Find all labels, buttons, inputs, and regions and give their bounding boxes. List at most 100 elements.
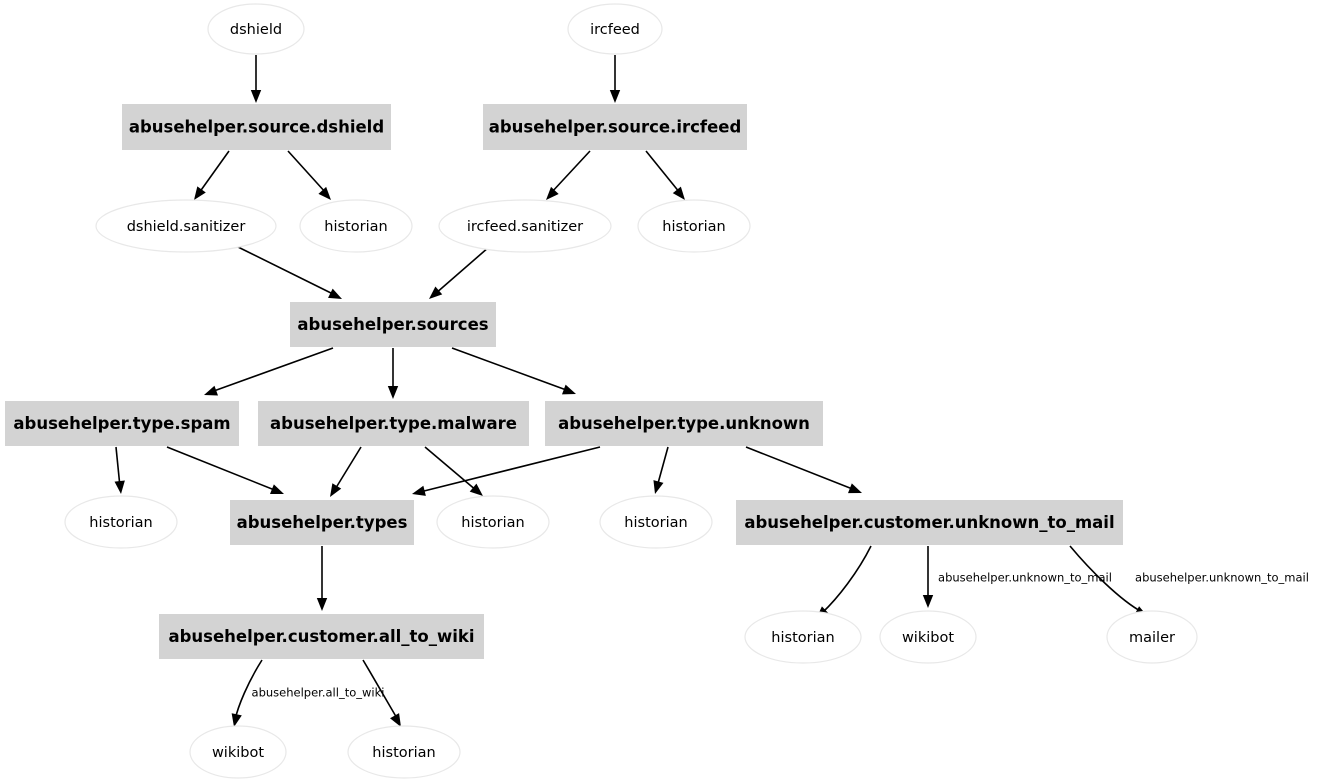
graph-edge (204, 347, 334, 396)
graph-node-mailer_u2m[interactable]: mailer (1106, 610, 1198, 664)
node-ellipse-shape[interactable] (299, 199, 413, 253)
node-box-shape[interactable] (122, 104, 391, 150)
graph-node-hist_ircfeed[interactable]: historian (637, 199, 751, 253)
node-ellipse-shape[interactable] (189, 725, 287, 779)
node-label: wikibot (212, 745, 264, 761)
edge-arrowhead (204, 385, 218, 396)
graph-node-wikibot_a2w[interactable]: wikibot (189, 725, 287, 779)
graph-edge (387, 348, 399, 399)
graph-node-sources[interactable]: abusehelper.sources (290, 302, 496, 347)
node-box-shape[interactable] (159, 614, 484, 659)
node-label: abusehelper.sources (297, 315, 488, 334)
edge-line (821, 545, 872, 614)
graph-node-hist_a2w[interactable]: historian (347, 725, 461, 779)
graph-node-hist_unknown[interactable]: historian (599, 495, 713, 549)
edge-line (550, 150, 591, 194)
edge-line (210, 347, 334, 393)
graph-edge (114, 446, 125, 494)
edge-line (166, 446, 278, 492)
node-ellipse-shape[interactable] (599, 495, 713, 549)
graph-edge (922, 546, 934, 608)
node-label: historian (324, 219, 387, 235)
edge-arrowhead (412, 485, 426, 496)
edge-line (198, 150, 230, 194)
node-ellipse-shape[interactable] (1106, 610, 1198, 664)
graph-edge (745, 446, 862, 494)
node-label: historian (372, 745, 435, 761)
graph-edge (194, 150, 230, 200)
graph-node-hist_malware[interactable]: historian (436, 495, 550, 549)
graph-node-cust_all_to_wiki[interactable]: abusehelper.customer.all_to_wiki (159, 614, 484, 659)
node-ellipse-shape[interactable] (436, 495, 550, 549)
graph-node-src_dshield[interactable]: abusehelper.source.dshield (122, 104, 391, 150)
edge-arrowhead (330, 483, 342, 497)
graph-edge (330, 446, 362, 497)
node-box-shape[interactable] (5, 401, 239, 446)
edge-arrowhead (672, 186, 685, 200)
node-label: ircfeed (590, 22, 640, 38)
node-ellipse-shape[interactable] (567, 3, 663, 55)
edge-line (451, 347, 570, 392)
node-label: ircfeed.sanitizer (467, 219, 583, 235)
graph-node-types[interactable]: abusehelper.types (230, 500, 414, 545)
node-ellipse-shape[interactable] (637, 199, 751, 253)
graph-edge (645, 150, 685, 200)
graph-node-type_malware[interactable]: abusehelper.type.malware (258, 401, 529, 446)
graph-node-dshield[interactable]: dshield (207, 3, 305, 55)
node-label: abusehelper.customer.unknown_to_mail (744, 513, 1114, 532)
graph-node-cust_unknown_to_mail[interactable]: abusehelper.customer.unknown_to_mail (736, 500, 1123, 545)
graph-edge (429, 246, 490, 299)
graph-edge (231, 659, 263, 727)
edge-line (424, 446, 478, 492)
graph-node-hist_u2m[interactable]: historian (744, 610, 862, 664)
graph-node-hist_dshield[interactable]: historian (299, 199, 413, 253)
graph-node-dshield_sanitizer[interactable]: dshield.sanitizer (95, 199, 277, 253)
node-ellipse-shape[interactable] (744, 610, 862, 664)
node-box-shape[interactable] (736, 500, 1123, 545)
node-box-shape[interactable] (290, 302, 496, 347)
node-label: mailer (1129, 630, 1175, 646)
node-label: abusehelper.source.ircfeed (489, 118, 742, 137)
edge-line (434, 246, 490, 295)
graph-node-type_unknown[interactable]: abusehelper.type.unknown (545, 401, 823, 446)
graph-edge (235, 245, 342, 299)
node-ellipse-shape[interactable] (64, 495, 178, 549)
graph-node-ircfeed[interactable]: ircfeed (567, 3, 663, 55)
edge-label: abusehelper.unknown_to_mail (1135, 571, 1309, 585)
graph-edge (250, 55, 262, 103)
edge-line (419, 446, 601, 493)
node-ellipse-shape[interactable] (347, 725, 461, 779)
node-ellipse-shape[interactable] (438, 199, 612, 253)
nodes-layer: dshield ircfeed abusehelper.source.dshield… (5, 3, 1198, 779)
graph-node-src_ircfeed[interactable]: abusehelper.source.ircfeed (483, 104, 747, 150)
edge-line (287, 150, 327, 194)
edge-arrowhead (250, 90, 262, 103)
edges-layer (114, 55, 1148, 727)
graph-node-hist_spam[interactable]: historian (64, 495, 178, 549)
edge-label: abusehelper.all_to_wiki (252, 686, 385, 700)
node-box-shape[interactable] (258, 401, 529, 446)
edge-line (656, 446, 669, 488)
graph-edge (653, 446, 669, 494)
node-box-shape[interactable] (483, 104, 747, 150)
edge-arrowhead (546, 186, 559, 200)
graph-node-ircfeed_sanitizer[interactable]: ircfeed.sanitizer (438, 199, 612, 253)
node-ellipse-shape[interactable] (207, 3, 305, 55)
graph-edge (166, 446, 284, 494)
edge-arrowhead (231, 713, 242, 727)
graph-edge (546, 150, 591, 200)
node-box-shape[interactable] (545, 401, 823, 446)
node-label: historian (461, 515, 524, 531)
graph-node-wikibot_u2m[interactable]: wikibot (879, 610, 977, 664)
node-ellipse-shape[interactable] (95, 199, 277, 253)
node-label: abusehelper.source.dshield (129, 118, 384, 137)
node-box-shape[interactable] (230, 500, 414, 545)
edge-arrowhead (922, 595, 934, 608)
node-ellipse-shape[interactable] (879, 610, 977, 664)
graph-node-type_spam[interactable]: abusehelper.type.spam (5, 401, 239, 446)
edge-arrowhead (318, 186, 331, 200)
graph-edge (816, 545, 872, 619)
